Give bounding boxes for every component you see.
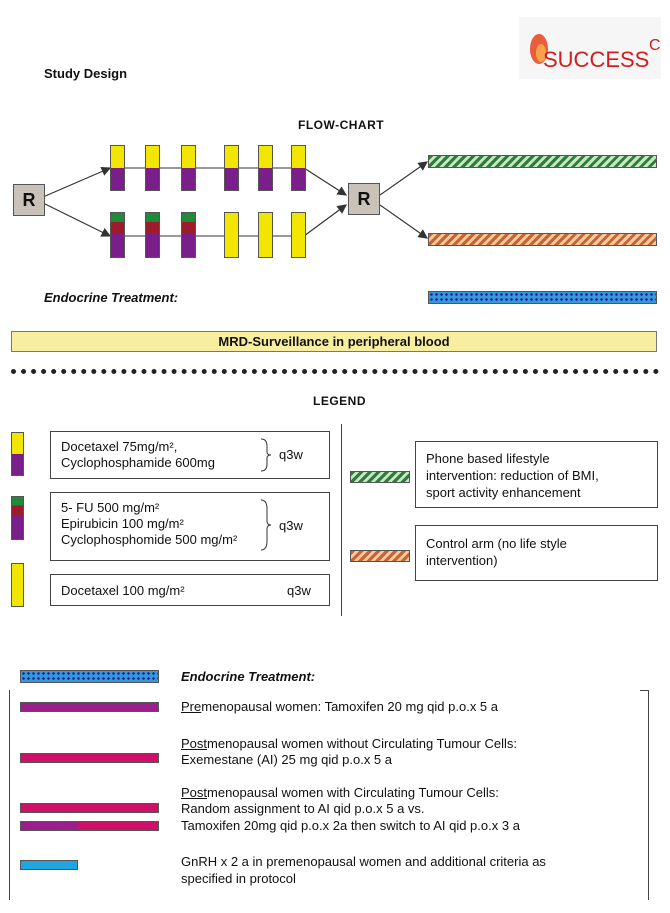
legend-box-lifestyle: Phone based lifestyle intervention: redu… [415, 441, 658, 508]
endocrine-item-4-line2: specified in protocol [181, 871, 296, 886]
mrd-surveillance-bar: MRD-Surveillance in peripheral blood [11, 331, 657, 352]
legend-line: intervention: reduction of BMI, [426, 468, 599, 483]
logo-text: SUCCESS [543, 47, 650, 72]
legend-swatch-fec [11, 496, 24, 540]
page-title: Study Design [44, 66, 128, 81]
legend-box-fec: 5- FU 500 mg/m² Epirubicin 100 mg/m² Cyc… [50, 492, 330, 561]
chemo-bar [145, 212, 160, 258]
chemo-bar [258, 212, 273, 258]
dotted-divider [11, 369, 659, 374]
legend-line: Cyclophosphamide 600mg [61, 455, 215, 470]
lifestyle-intervention-bar [428, 155, 657, 168]
underlined-prefix: Post [181, 785, 208, 800]
endocrine-bar [428, 291, 657, 304]
legend-divider [341, 424, 342, 616]
item-text: menopausal women with Circulating Tumour… [207, 785, 499, 800]
underlined-prefix: Pre [181, 699, 202, 714]
endocrine-bracket-right-top [640, 690, 649, 691]
legend-line: Docetaxel 75mg/m², [61, 439, 178, 454]
brace-icon [260, 438, 272, 472]
endocrine-item-3-line2: Random assignment to AI qid p.o.x 5 a vs… [181, 801, 425, 816]
endocrine-bracket-right [648, 690, 649, 900]
randomization-box-1: R [13, 184, 45, 216]
legend-box-docetaxel-cyclophosphamide: Docetaxel 75mg/m², Cyclophosphamide 600m… [50, 431, 330, 479]
flowchart-title: FLOW-CHART [298, 118, 385, 132]
legend-swatch-lifestyle [350, 471, 410, 483]
chemo-bar [110, 212, 125, 258]
endocrine-item-1: Premenopausal women: Tamoxifen 20 mg qid… [181, 699, 498, 714]
endocrine-swatch-post-no-ctc [20, 753, 159, 763]
legend-line: 5- FU 500 mg/m² [61, 500, 160, 515]
logo-superscript: C [649, 37, 661, 54]
success-logo: SUCCESS C [519, 17, 661, 79]
legend-line: Cyclophosphomide 500 mg/m² [61, 532, 238, 547]
legend-swatch-control [350, 550, 410, 562]
chemo-bar [291, 212, 306, 258]
endocrine-item-3-line3: Tamoxifen 20mg qid p.o.x 2a then switch … [181, 818, 520, 833]
flame-icon [530, 34, 548, 64]
endocrine-title: Endocrine Treatment: [181, 669, 316, 684]
endocrine-item-2: Postmenopausal women without Circulating… [181, 736, 517, 751]
endocrine-item-3: Postmenopausal women with Circulating Tu… [181, 785, 499, 800]
legend-schedule: q3w [279, 447, 303, 462]
legend-line: sport activity enhancement [426, 485, 581, 500]
chemo-bar [181, 145, 196, 191]
legend-line: intervention) [426, 553, 498, 568]
endocrine-item-2-line2: Exemestane (AI) 25 mg qid p.o.x 5 a [181, 752, 392, 767]
legend-box-control: Control arm (no life style intervention) [415, 525, 658, 581]
chemo-bar [110, 145, 125, 191]
chemo-bar [224, 212, 239, 258]
legend-schedule: q3w [287, 583, 311, 598]
item-text: menopausal women without Circulating Tum… [207, 736, 517, 751]
flowchart-connectors [42, 161, 428, 239]
legend-swatch-docetaxel-cyclophosphamide [11, 432, 24, 476]
randomization-box-2: R [348, 183, 380, 215]
endocrine-item-4: GnRH x 2 a in premenopausal women and ad… [181, 854, 546, 869]
chemo-bar [291, 145, 306, 191]
legend-schedule: q3w [279, 518, 303, 533]
chemo-bar [181, 212, 196, 258]
legend-swatch-docetaxel [11, 563, 24, 607]
legend-box-docetaxel: Docetaxel 100 mg/m² q3w [50, 574, 330, 606]
item-text: menopausal women: Tamoxifen 20 mg qid p.… [201, 699, 498, 714]
legend-line: Epirubicin 100 mg/m² [61, 516, 184, 531]
endocrine-label: Endocrine Treatment: [44, 290, 179, 305]
control-arm-bar [428, 233, 657, 246]
endocrine-swatch-gnrh [20, 860, 78, 870]
underlined-prefix: Post [181, 736, 208, 751]
brace-icon [260, 499, 272, 551]
chemo-bar [224, 145, 239, 191]
endocrine-swatch-post-ctc-ai [20, 803, 159, 813]
legend-line: Control arm (no life style [426, 536, 567, 551]
legend-line: Docetaxel 100 mg/m² [61, 583, 185, 598]
endocrine-bracket-left [9, 690, 10, 900]
endocrine-swatch [20, 670, 159, 683]
endocrine-swatch-premenopausal [20, 702, 159, 712]
endocrine-swatch-post-ctc-switch [20, 821, 159, 831]
chemo-bar [145, 145, 160, 191]
chemo-bar [258, 145, 273, 191]
legend-line: Phone based lifestyle [426, 451, 550, 466]
legend-title: LEGEND [313, 394, 367, 408]
